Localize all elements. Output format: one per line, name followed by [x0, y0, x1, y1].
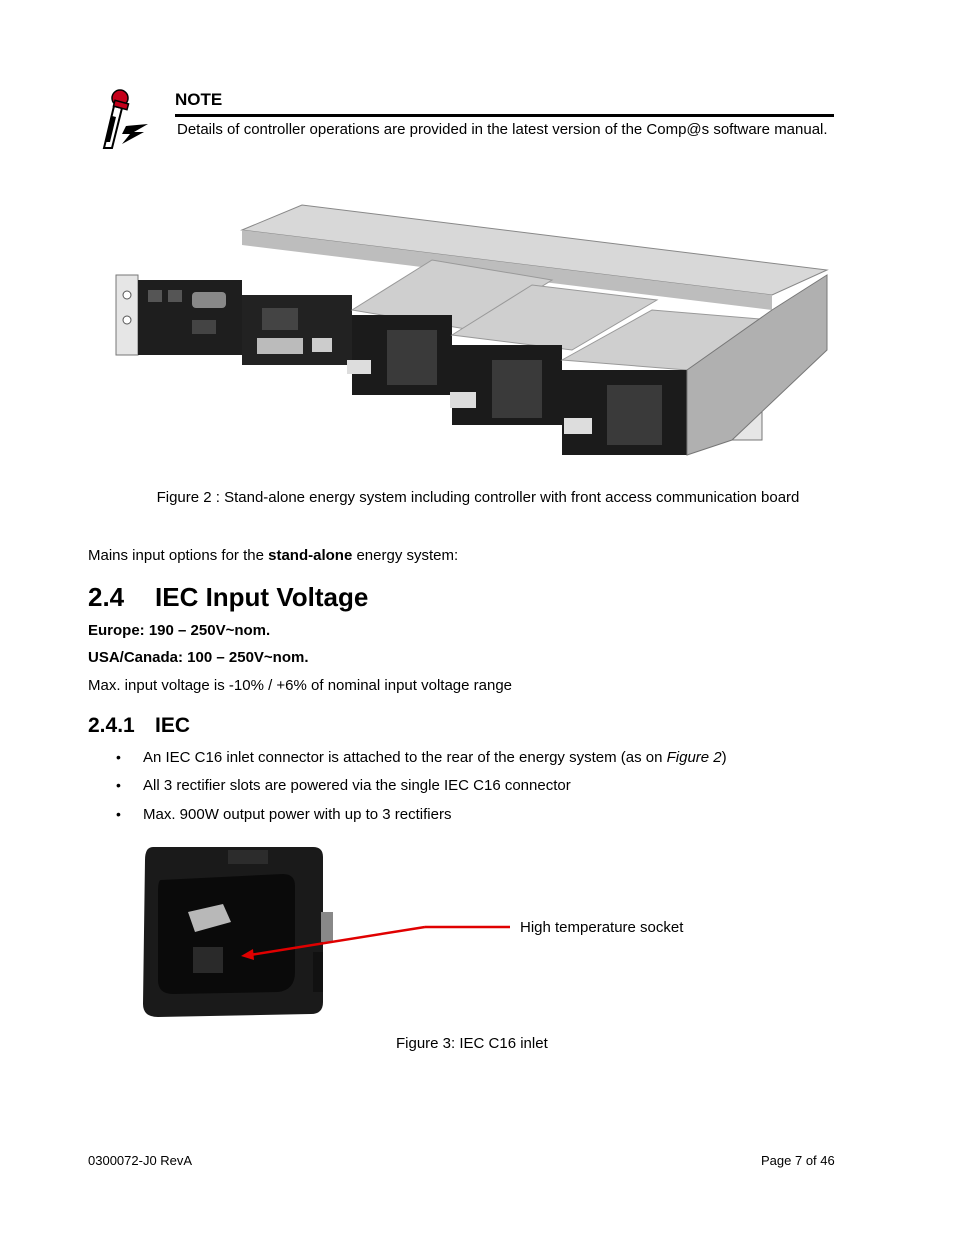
iec-c16-inlet-photo — [123, 832, 523, 1022]
document-id: 0300072-J0 RevA — [88, 1153, 193, 1168]
note-rule — [175, 114, 834, 117]
section-number: 2.4 — [88, 582, 125, 612]
intro-text: Mains input options for the — [88, 547, 269, 564]
bullet-item: Max. 900W output power with up to 3 rect… — [116, 806, 452, 823]
subsection-number: 2.4.1 — [88, 714, 135, 737]
mains-input-paragraph: Mains input options for the stand-alone … — [88, 547, 458, 564]
subsection-heading: 2.4.1 IEC — [88, 714, 190, 738]
bullet-text: An IEC C16 inlet connector is attached t… — [143, 749, 667, 766]
figure-reference: Figure 2 — [666, 749, 722, 766]
section-title: IEC Input Voltage — [155, 582, 369, 612]
intro-text-end: energy system: — [352, 547, 459, 564]
intro-bold: stand-alone — [268, 547, 353, 564]
page-number: Page 7 of 46 — [761, 1153, 835, 1168]
max-voltage-note: Max. input voltage is -10% / +6% of nomi… — [88, 677, 512, 694]
note-pushpin-icon — [100, 86, 152, 154]
bullet-item: All 3 rectifier slots are powered via th… — [116, 777, 571, 794]
section-heading: 2.4 IEC Input Voltage — [88, 582, 368, 613]
note-title: NOTE — [175, 90, 223, 109]
figure-2-caption: Figure 2 : Stand-alone energy system inc… — [156, 489, 800, 506]
europe-voltage: Europe: 190 – 250V~nom. — [88, 622, 271, 639]
bullet-text-end: ) — [721, 749, 727, 766]
high-temperature-callout: High temperature socket — [520, 919, 684, 936]
figure-3-caption: Figure 3: IEC C16 inlet — [396, 1035, 548, 1052]
usa-canada-voltage: USA/Canada: 100 – 250V~nom. — [88, 649, 309, 666]
subsection-title: IEC — [155, 714, 191, 737]
bullet-item: An IEC C16 inlet connector is attached t… — [116, 749, 727, 766]
energy-system-photo — [112, 200, 834, 468]
note-body: Details of controller operations are pro… — [177, 121, 828, 138]
